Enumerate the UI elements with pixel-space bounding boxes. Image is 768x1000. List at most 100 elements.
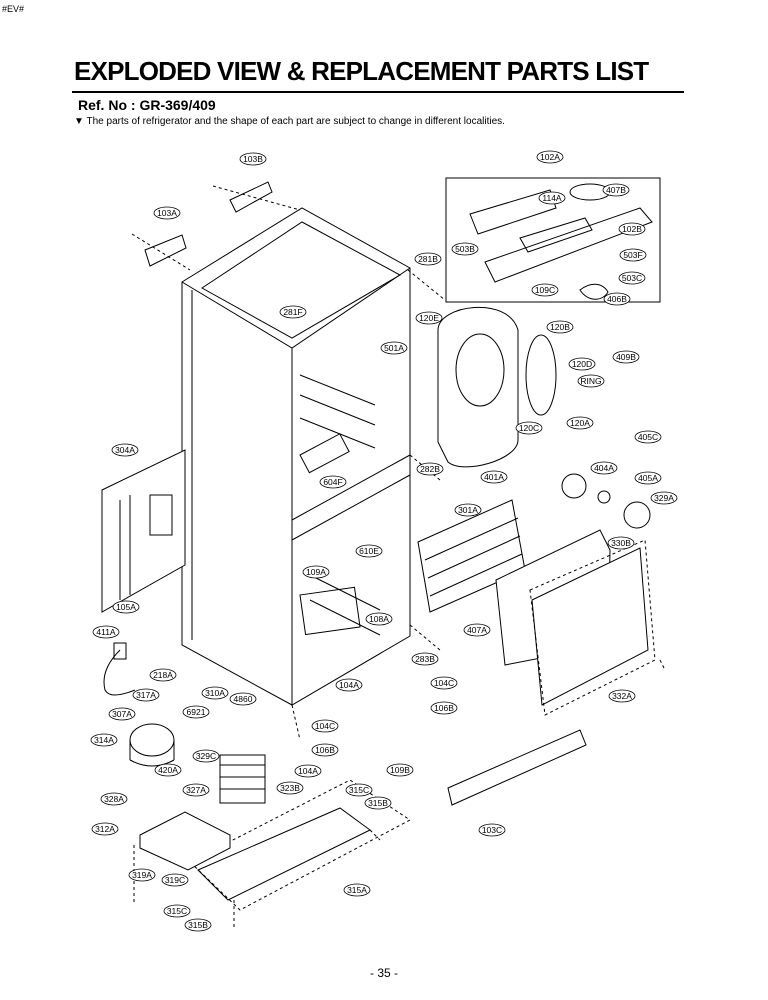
svg-text:315B: 315B	[368, 798, 388, 808]
svg-text:503F: 503F	[623, 250, 642, 260]
callout-401a: 401A	[480, 470, 508, 484]
svg-text:330B: 330B	[611, 538, 631, 548]
svg-text:109A: 109A	[306, 567, 326, 577]
svg-text:604F: 604F	[323, 477, 342, 487]
callout-104a: 104A	[294, 764, 322, 778]
callout-610e: 610E	[355, 544, 383, 558]
svg-text:503B: 503B	[455, 244, 475, 254]
page-number: - 35 -	[369, 966, 398, 980]
callout-120a: 120A	[566, 416, 594, 430]
callout-503c: 503C	[618, 271, 646, 285]
svg-text:120C: 120C	[519, 423, 539, 433]
svg-text:405A: 405A	[638, 473, 658, 483]
svg-text:323B: 323B	[280, 783, 300, 793]
svg-text:315B: 315B	[188, 920, 208, 930]
locality-note-text: The parts of refrigerator and the shape …	[86, 116, 505, 127]
svg-text:304A: 304A	[115, 445, 135, 455]
callout-218a: 218A	[149, 668, 177, 682]
svg-text:501A: 501A	[384, 343, 404, 353]
callout-102b: 102B	[618, 222, 646, 236]
svg-text:610E: 610E	[359, 546, 379, 556]
callout-283b: 283B	[411, 652, 439, 666]
svg-text:317A: 317A	[136, 690, 156, 700]
svg-text:405C: 405C	[638, 432, 658, 442]
callout-ring: RING	[577, 374, 605, 388]
callout-281f: 281F	[279, 305, 307, 319]
svg-text:103B: 103B	[243, 154, 263, 164]
callout-406b: 406B	[603, 292, 631, 306]
callout-103c: 103C	[478, 823, 506, 837]
callout-120b: 120B	[546, 320, 574, 334]
page-title: EXPLODED VIEW & REPLACEMENT PARTS LIST	[74, 56, 649, 86]
callout-315c-top: 315C	[345, 783, 373, 797]
svg-text:102B: 102B	[622, 224, 642, 234]
callout-4860: 4860	[229, 692, 257, 706]
svg-text:105A: 105A	[116, 602, 136, 612]
svg-text:RING: RING	[580, 376, 601, 386]
callout-404a: 404A	[590, 461, 618, 475]
svg-text:104C: 104C	[434, 678, 454, 688]
svg-text:6921: 6921	[187, 707, 206, 717]
svg-text:120B: 120B	[550, 322, 570, 332]
callout-104c-top: 104C	[430, 676, 458, 690]
callout-411a: 411A	[92, 625, 120, 639]
callout-282b: 282B	[416, 462, 444, 476]
callout-327a: 327A	[182, 783, 210, 797]
svg-text:315C: 315C	[349, 785, 369, 795]
callout-105a: 105A	[112, 600, 140, 614]
svg-text:406B: 406B	[607, 294, 627, 304]
svg-text:329A: 329A	[654, 493, 674, 503]
callout-323b: 323B	[276, 781, 304, 795]
callout-332a: 332A	[608, 689, 636, 703]
callout-315c: 315C	[163, 904, 191, 918]
svg-text:103C: 103C	[482, 825, 502, 835]
svg-text:409B: 409B	[616, 352, 636, 362]
callout-6921: 6921	[182, 705, 210, 719]
corner-tag: #EV#	[2, 4, 25, 14]
svg-text:103A: 103A	[157, 208, 177, 218]
control-group-box	[445, 177, 661, 303]
triangle-marker-icon: ▼	[74, 116, 84, 127]
svg-text:120E: 120E	[419, 313, 439, 323]
svg-text:218A: 218A	[153, 670, 173, 680]
svg-text:106B: 106B	[434, 703, 454, 713]
svg-text:319A: 319A	[132, 870, 152, 880]
callout-120d: 120D	[568, 357, 596, 371]
fan-shroud	[437, 307, 519, 468]
callout-102a: 102A	[536, 150, 564, 164]
svg-text:283B: 283B	[415, 654, 435, 664]
callout-315b: 315B	[184, 918, 212, 932]
callout-304a: 304A	[111, 443, 139, 457]
svg-text:106B: 106B	[315, 745, 335, 755]
callout-405c: 405C	[634, 430, 662, 444]
svg-text:114A: 114A	[542, 193, 562, 203]
callout-503f: 503F	[619, 248, 647, 262]
callout-405a: 405A	[634, 471, 662, 485]
locality-note: ▼ The parts of refrigerator and the shap…	[74, 116, 505, 127]
svg-text:503C: 503C	[622, 273, 642, 283]
callout-120c: 120C	[515, 421, 543, 435]
callout-328a: 328A	[100, 792, 128, 806]
callout-114a: 114A	[538, 191, 566, 205]
svg-text:282B: 282B	[420, 464, 440, 474]
svg-text:301A: 301A	[458, 505, 478, 515]
svg-text:120D: 120D	[572, 359, 592, 369]
svg-text:329C: 329C	[196, 751, 216, 761]
svg-text:102A: 102A	[540, 152, 560, 162]
callout-103a: 103A	[153, 206, 181, 220]
callout-109b: 109B	[386, 763, 414, 777]
svg-text:327A: 327A	[186, 785, 206, 795]
cabinet-body	[181, 207, 411, 706]
callout-407b: 407B	[602, 183, 630, 197]
svg-text:407B: 407B	[606, 185, 626, 195]
callout-281b: 281B	[414, 252, 442, 266]
callout-407a: 407A	[463, 623, 491, 637]
callout-329a: 329A	[650, 491, 678, 505]
callout-312a: 312A	[91, 822, 119, 836]
svg-text:314A: 314A	[94, 735, 114, 745]
callout-329c: 329C	[192, 749, 220, 763]
callout-420a: 420A	[154, 763, 182, 777]
callout-315b-top: 315B	[364, 796, 392, 810]
svg-text:315C: 315C	[167, 906, 187, 916]
